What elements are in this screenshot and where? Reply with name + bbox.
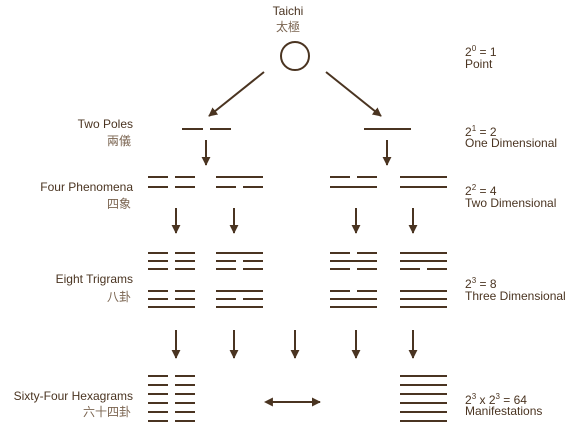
sixty-four-hexagrams-chinese: 六十四卦 (82, 405, 131, 419)
hexagram-qian (400, 375, 447, 422)
point-formula: 20 = 1 (465, 44, 497, 59)
eight-trigrams-chinese: 八卦 (106, 290, 131, 304)
four-phenomena-description: Two Dimensional (465, 196, 557, 210)
hexagram-kun (148, 375, 195, 422)
sixty-four-hexagrams-label: Sixty-Four Hexagrams (13, 389, 133, 403)
yin-line-left (182, 128, 203, 130)
arrow-to-yang (325, 71, 382, 117)
hexagram-description: Manifestations (465, 404, 543, 418)
hexagram-formula: 23 x 23 = 64 (465, 392, 527, 407)
four-phenomena-label: Four Phenomena (40, 180, 133, 194)
arrow-to-yin (208, 71, 265, 117)
two-poles-chinese: 兩儀 (106, 134, 131, 148)
yang-line (364, 128, 411, 130)
arrows-row-2 (171, 208, 418, 234)
two-poles-label: Two Poles (77, 117, 133, 131)
arrows-row-1 (201, 140, 392, 166)
four-phenomena-formula: 22 = 4 (465, 183, 497, 198)
four-phenomena-chinese: 四象 (106, 197, 131, 211)
two-poles-description: One Dimensional (465, 136, 558, 150)
two-poles-formula: 21 = 2 (465, 124, 497, 139)
taichi-label: Taichi (272, 4, 304, 18)
taichi-arrows (208, 71, 382, 117)
eight-trigrams-symbols (148, 252, 447, 308)
yin-line-right (210, 128, 231, 130)
four-phenomena-symbols (148, 176, 447, 188)
two-poles-symbols (182, 128, 411, 130)
eight-trigrams-description: Three Dimensional (465, 289, 566, 303)
arrows-row-3 (171, 330, 418, 359)
eight-trigrams-formula: 23 = 8 (465, 276, 497, 291)
point-description: Point (465, 57, 493, 71)
eight-trigrams-label: Eight Trigrams (55, 272, 133, 286)
taichi-circle (280, 41, 310, 71)
taichi-chinese: 太極 (275, 20, 300, 34)
